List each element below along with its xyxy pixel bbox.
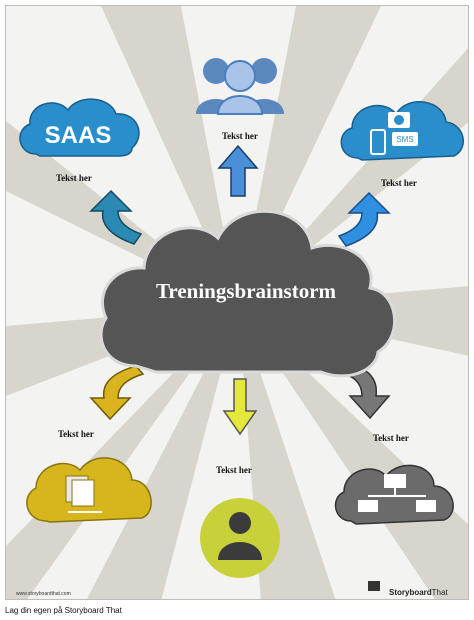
center-title: Treningsbrainstorm: [155, 279, 337, 303]
watermark-brand: StoryboardThat: [389, 588, 448, 597]
saas-cloud-icon: SAAS: [19, 98, 140, 157]
sms-text: SMS: [396, 135, 413, 144]
watermark-site: www.storyboardthat.com: [16, 591, 71, 597]
mobile-camera-sms-icon: SMS: [340, 101, 464, 161]
arrow-top-left: [89, 189, 143, 245]
arrow-down: [222, 378, 258, 436]
storyboard-logo-icon: [368, 581, 380, 591]
central-cloud: [99, 209, 397, 378]
label-top-right: Tekst her: [381, 178, 417, 188]
label-top-left: Tekst her: [56, 173, 92, 183]
people-group-icon: [196, 58, 284, 115]
network-computers-cloud-icon: [334, 464, 454, 525]
footer-link[interactable]: Lag din egen på Storyboard That: [5, 606, 122, 615]
diagram-canvas: SAAS SMS: [6, 6, 468, 599]
label-top: Tekst her: [222, 131, 258, 141]
arrow-bottom-left: [89, 365, 145, 421]
brand-prefix: Storyboard: [389, 588, 432, 597]
person-avatar-icon: [200, 498, 280, 578]
poster: SAAS SMS: [5, 5, 469, 600]
label-bottom: Tekst her: [216, 465, 252, 475]
arrow-top-right: [337, 191, 391, 247]
file-sharing-cloud-icon: [26, 457, 152, 523]
brand-suffix: That: [431, 588, 448, 597]
arrow-up: [217, 144, 259, 197]
saas-text: SAAS: [45, 122, 112, 149]
label-bottom-right: Tekst her: [373, 433, 409, 443]
label-bottom-left: Tekst her: [58, 429, 94, 439]
